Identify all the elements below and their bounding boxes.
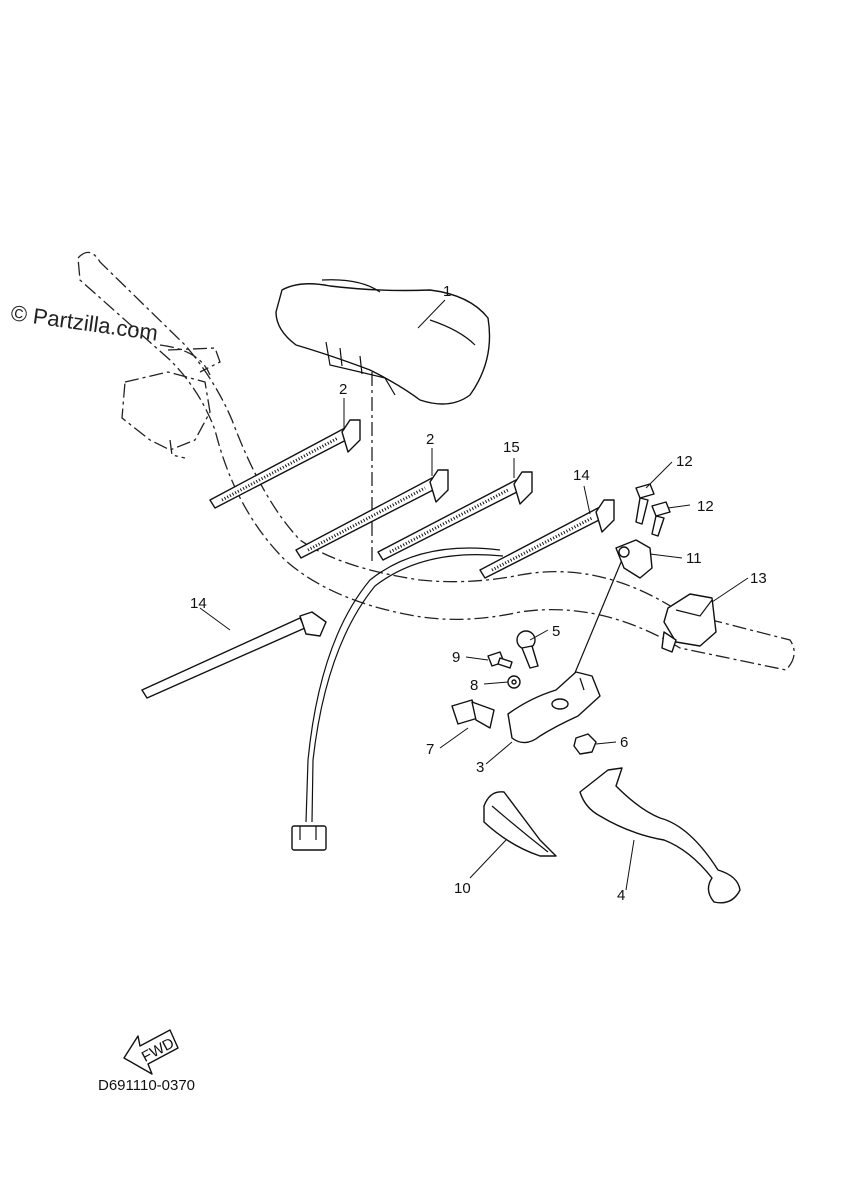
cable-tie-2a xyxy=(209,419,361,509)
callout-11: 11 xyxy=(686,550,702,567)
callout-5: 5 xyxy=(552,623,560,640)
handlebar-phantom xyxy=(77,251,795,671)
callout-8: 8 xyxy=(470,677,478,694)
number-plate xyxy=(275,279,491,405)
screw-12b xyxy=(651,501,671,537)
nut-6 xyxy=(573,733,597,755)
callout-7: 7 xyxy=(426,741,434,758)
lever-cover-10 xyxy=(483,791,557,857)
callout-6: 6 xyxy=(620,734,628,751)
switch-cable xyxy=(291,547,504,851)
lever-holder-3 xyxy=(507,671,601,744)
adjuster-7 xyxy=(451,699,495,729)
clamp-leader-line xyxy=(571,554,625,681)
screw-9 xyxy=(487,651,513,669)
callout-4: 4 xyxy=(617,887,625,904)
callout-2a: 2 xyxy=(339,381,347,398)
callout-14a: 14 xyxy=(573,467,590,484)
left-switch-phantom xyxy=(121,347,221,459)
clamp-11 xyxy=(615,539,653,579)
diagram-code: D691110-0370 xyxy=(98,1077,195,1094)
cable-tie-15 xyxy=(377,471,533,561)
right-switch-13 xyxy=(661,593,717,653)
pivot-bolt-5 xyxy=(516,630,539,669)
cable-tie-14-upper xyxy=(479,499,615,579)
callout-labels: 1 2 2 15 14 12 12 11 13 14 5 9 8 7 3 6 1… xyxy=(190,283,767,904)
callout-14b: 14 xyxy=(190,595,207,612)
washer-8 xyxy=(507,675,521,689)
callout-12a: 12 xyxy=(676,453,693,470)
watermark: © Partzilla.com xyxy=(9,300,159,345)
fwd-arrow xyxy=(123,1029,179,1075)
callout-3: 3 xyxy=(476,759,484,776)
callout-13: 13 xyxy=(750,570,767,587)
lever-4 xyxy=(579,767,741,904)
callout-9: 9 xyxy=(452,649,460,666)
callout-12b: 12 xyxy=(697,498,714,515)
cable-tie-2b xyxy=(295,469,449,559)
callout-10: 10 xyxy=(454,880,471,897)
cable-tie-14-lower xyxy=(141,611,327,699)
callout-15: 15 xyxy=(503,439,520,456)
callout-1: 1 xyxy=(443,283,451,300)
screw-12a xyxy=(635,483,655,525)
leader-lines xyxy=(199,299,749,891)
callout-2b: 2 xyxy=(426,431,434,448)
